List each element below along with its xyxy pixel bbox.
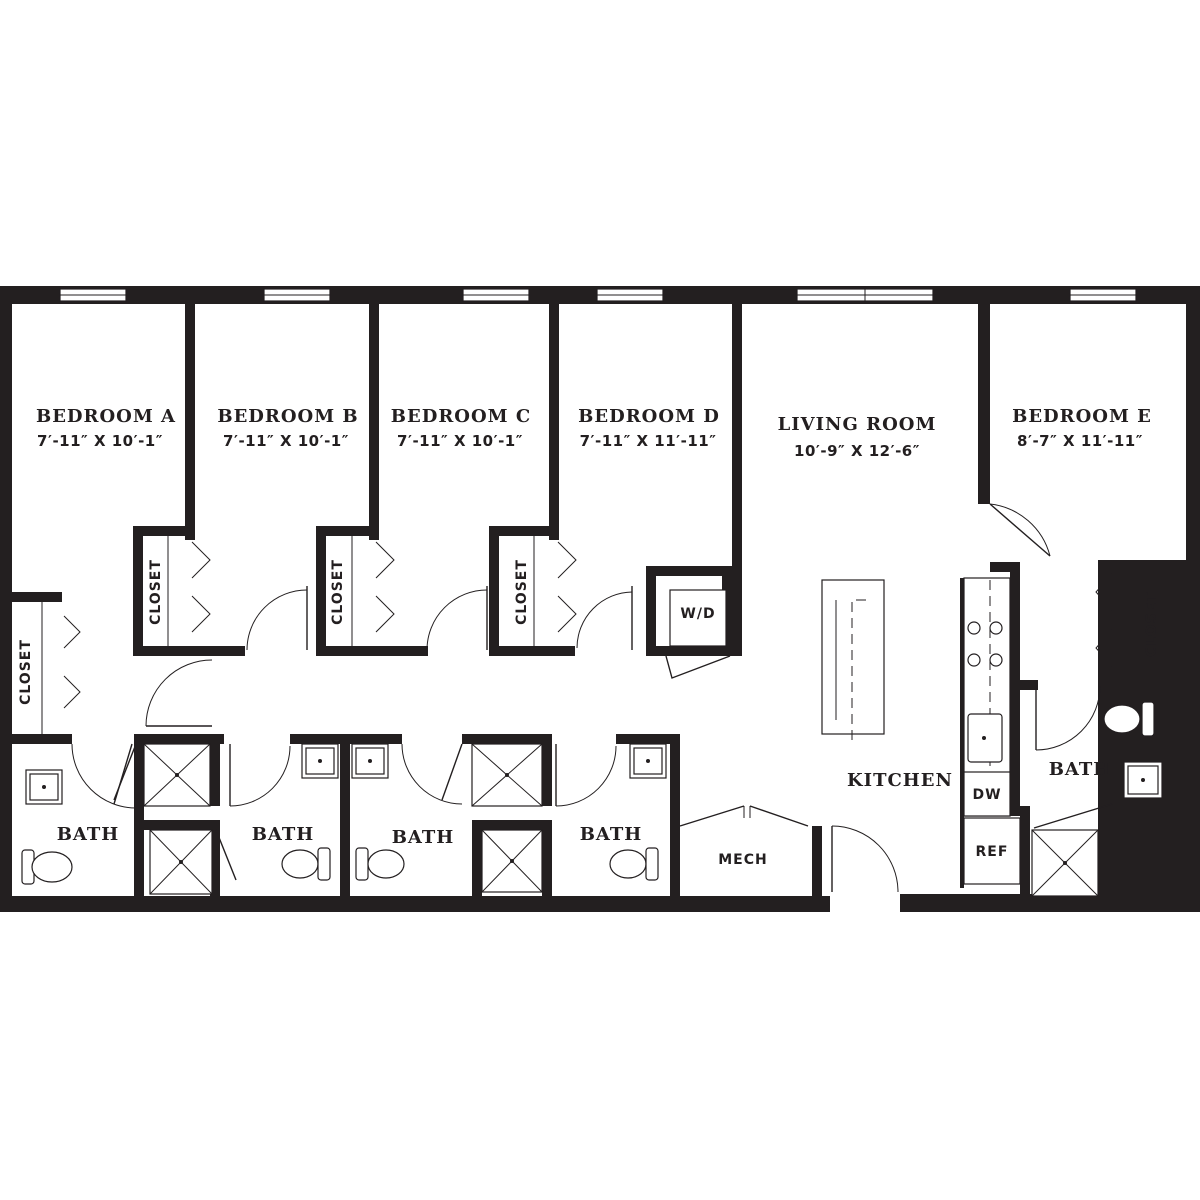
refrigerator-box (963, 817, 1021, 885)
closet-label-b: CLOSET (330, 559, 346, 625)
bedroom-d-name: BEDROOM D (578, 406, 720, 427)
living-room-name: LIVING ROOM (778, 414, 937, 435)
bath-label-1: BATH (57, 824, 120, 845)
bedroom-b-name: BEDROOM B (217, 406, 358, 427)
bedroom-e-dims: 8′-7″ X 11′-11″ (1017, 432, 1143, 450)
toilet-icon (609, 847, 659, 881)
sink-icon (351, 743, 389, 779)
sink-icon (629, 743, 667, 779)
bath-label-4: BATH (580, 824, 643, 845)
sink-icon (301, 743, 339, 779)
bedroom-c-dims: 7′-11″ X 10′-1″ (397, 432, 523, 450)
shower-icon (149, 829, 213, 895)
kitchen-sink-icon (967, 713, 1003, 763)
sink-icon (1123, 761, 1163, 799)
ref-label: REF (976, 844, 1009, 860)
window-bedroom-b (263, 288, 331, 302)
bedroom-a-name: BEDROOM A (36, 406, 176, 427)
living-room-dims: 10′-9″ X 12′-6″ (794, 442, 920, 460)
mech-label: MECH (718, 852, 768, 868)
wd-label: W/D (680, 606, 715, 622)
sink-icon (25, 769, 63, 805)
shower-icon (143, 743, 211, 807)
closet-details (41, 536, 1127, 734)
closet-label-c: CLOSET (514, 559, 530, 625)
kitchen-name: KITCHEN (847, 770, 953, 791)
bath-label-e: BATH (1049, 759, 1112, 780)
toilet-icon (355, 847, 405, 881)
toilet-icon (21, 849, 73, 885)
kitchen-fixtures (669, 577, 1021, 885)
bath-label-3: BATH (392, 827, 455, 848)
closet-label-left: CLOSET (18, 639, 34, 705)
bath-fixtures (21, 701, 1163, 897)
closet-label-a: CLOSET (148, 559, 164, 625)
bedroom-e-name: BEDROOM E (1012, 406, 1152, 427)
shower-icon (1031, 829, 1099, 897)
cooktop-icon (967, 621, 1003, 667)
door-swings (71, 503, 1113, 893)
bedroom-b-dims: 7′-11″ X 10′-1″ (223, 432, 349, 450)
window-bedroom-e (1069, 288, 1137, 302)
closet-label-e: CLOSET (1144, 591, 1160, 657)
room-labels: BEDROOM A 7′-11″ X 10′-1″ BEDROOM B 7′-1… (18, 406, 1160, 868)
dw-label: DW (972, 787, 1001, 803)
toilet-icon (281, 847, 331, 881)
bedroom-c-name: BEDROOM C (391, 406, 531, 427)
dishwasher-box (963, 771, 1011, 817)
kitchen-island (821, 579, 885, 740)
window-bedroom-d (596, 288, 664, 302)
window-bedroom-c (462, 288, 530, 302)
windows (59, 288, 1137, 302)
shower-icon (481, 829, 543, 893)
bedroom-d-dims: 7′-11″ X 11′-11″ (580, 432, 717, 450)
bath-label-2: BATH (252, 824, 315, 845)
interior-walls (12, 304, 1162, 910)
toilet-icon (1103, 701, 1155, 737)
window-living-room (796, 288, 934, 302)
shower-icon (471, 743, 543, 807)
window-bedroom-a (59, 288, 127, 302)
bedroom-a-dims: 7′-11″ X 10′-1″ (37, 432, 163, 450)
washer-dryer-box (669, 589, 727, 647)
